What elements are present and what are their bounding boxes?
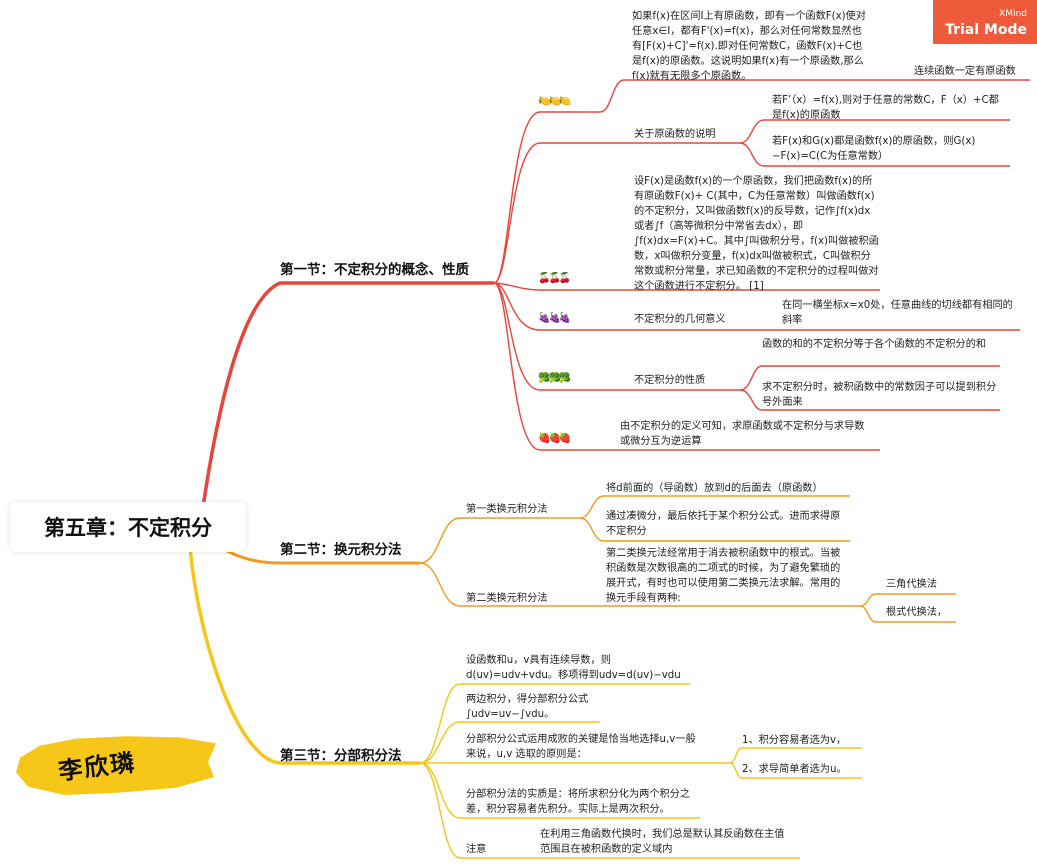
topic-primitive-notes[interactable]: 关于原函数的说明 (634, 129, 716, 140)
topic-attention[interactable]: 注意 (466, 844, 487, 855)
trial-mode-badge: XMind Trial Mode (933, 0, 1037, 44)
topic-continuous-has-primitive[interactable]: 连续函数一定有原函数 (914, 66, 1016, 77)
topic-primitive-function[interactable]: 如果f(x)在区间I上有原函数，即有一个函数F(x)使对任意x∈I，都有F'(x… (632, 11, 866, 82)
lemon-icon: 🍋🍋🍋 (538, 96, 571, 107)
section-1-title[interactable]: 第一节：不定积分的概念、性质 (280, 262, 469, 278)
strawberry-icon: 🍓🍓🍓 (538, 433, 571, 444)
topic-second-sub-description[interactable]: 第二类换元法经常用于消去被积函数中的根式。当被积函数是次数很高的二项式的时候，为… (606, 548, 841, 604)
badge-brand: XMind (999, 9, 1027, 19)
topic-tangent-slope[interactable]: 在同一横坐标x=x0处，任意曲线的切线都有相同的斜率 (782, 300, 1013, 326)
topic-first-sub-note-1[interactable]: 将d前面的（导函数）放到d的后面去（原函数） (606, 483, 823, 494)
topic-note-2[interactable]: 若F(x)和G(x)都是函数f(x)的原函数，则G(x)−F(x)=C(C为任意… (772, 136, 976, 162)
topic-geometric-meaning[interactable]: 不定积分的几何意义 (634, 314, 726, 325)
root-topic[interactable]: 第五章：不定积分 (10, 502, 246, 552)
topic-inverse-trig-domain[interactable]: 在利用三角函数代换时，我们总是默认其反函数在主值范围且在被积函数的定义域内 (540, 829, 785, 855)
topic-indefinite-integral-definition[interactable]: 设F(x)是函数f(x)的一个原函数，我们把函数f(x)的所有原函数F(x)+ … (634, 176, 879, 292)
section-2-title[interactable]: 第二节：换元积分法 (280, 542, 402, 558)
topic-choose-u-v[interactable]: 分部积分公式运用成败的关键是恰当地选择u,v一般来说，u,v 选取的原则是： (466, 734, 696, 760)
grape-icon: 🍇🍇🍇 (538, 313, 571, 324)
topic-first-substitution[interactable]: 第一类换元积分法 (466, 504, 548, 515)
topic-rule-v[interactable]: 1、积分容易者选为v， (742, 735, 847, 746)
topic-note-1[interactable]: 若F’（x）=f(x),则对于任意的常数C，F（x）+C都是f(x)的原函数 (772, 95, 999, 121)
topic-parts-formula[interactable]: 两边积分，得分部积分公式∫udv=uv−∫vdu。 (466, 694, 589, 720)
cherry-icon: 🍒🍒🍒 (538, 273, 571, 284)
broccoli-icon: 🥦🥦🥦 (538, 373, 571, 384)
topic-parts-formula-derivation[interactable]: 设函数和u，v具有连续导数，则d(uv)=udv+vdu。移项得到udv=d(u… (466, 655, 681, 681)
topic-parts-essence[interactable]: 分部积分法的实质是：将所求积分化为两个积分之差，积分容易者先积分。实际上是两次积… (466, 789, 691, 815)
badge-mode: Trial Mode (945, 22, 1027, 38)
topic-rule-u[interactable]: 2、求导简单者选为u。 (742, 764, 847, 775)
topic-properties[interactable]: 不定积分的性质 (634, 375, 706, 386)
topic-first-sub-note-2[interactable]: 通过凑微分，最后依托于某个积分公式。进而求得原不定积分 (606, 511, 841, 537)
section-3-title[interactable]: 第三节：分部积分法 (280, 748, 402, 764)
topic-property-constant[interactable]: 求不定积分时，被积函数中的常数因子可以提到积分号外面来 (762, 382, 997, 408)
topic-property-sum[interactable]: 函数的和的不定积分等于各个函数的不定积分的和 (762, 339, 987, 350)
topic-radical-substitution[interactable]: 根式代换法， (886, 607, 948, 618)
yellow-brush-stroke (16, 736, 216, 795)
topic-inverse-operation[interactable]: 由不定积分的定义可知，求原函数或不定积分与求导数或微分互为逆运算 (620, 421, 865, 447)
topic-trig-substitution[interactable]: 三角代换法 (886, 579, 937, 590)
topic-second-substitution[interactable]: 第二类换元积分法 (466, 593, 548, 604)
author-stamp: 李欣璘 (16, 735, 216, 795)
